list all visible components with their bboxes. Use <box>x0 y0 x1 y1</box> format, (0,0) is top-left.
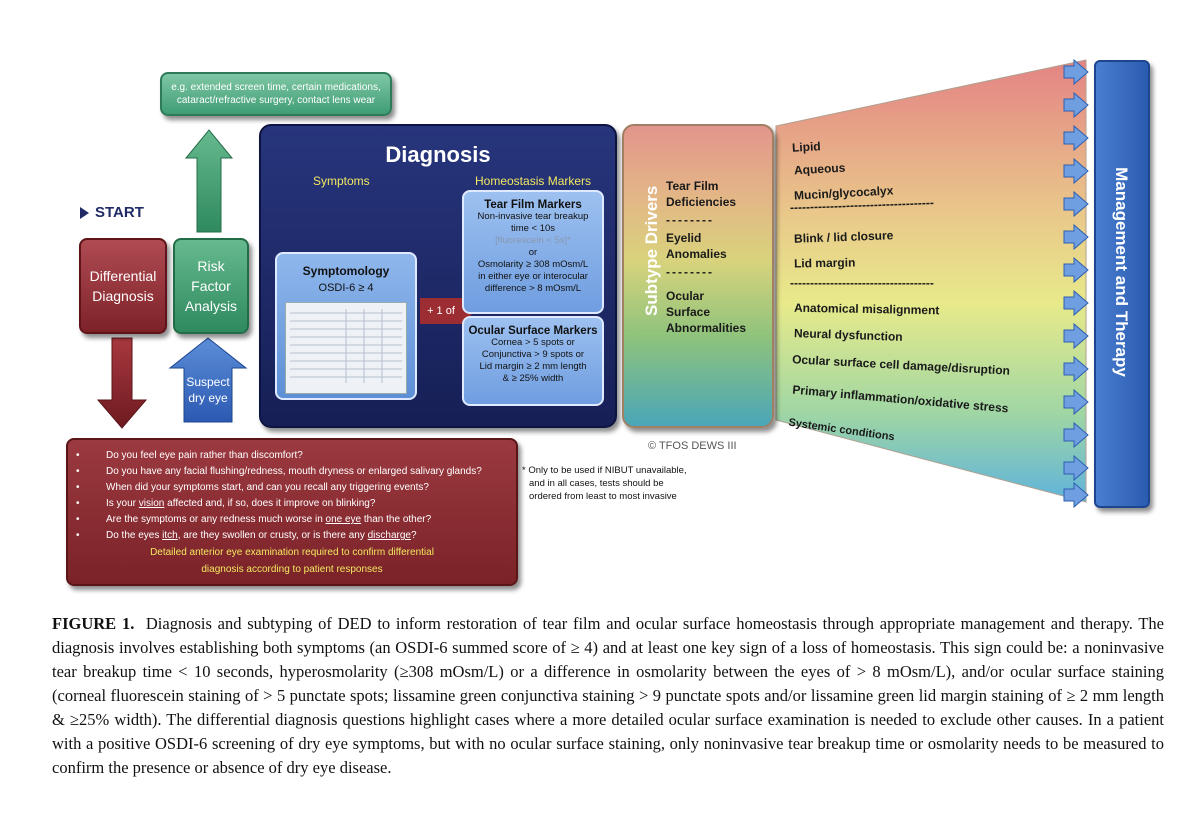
copyright: © TFOS DEWS III <box>648 440 737 452</box>
tear-film-title: Tear Film Markers <box>484 199 582 211</box>
questions-conclusion-1: Detailed anterior eye examination requir… <box>150 547 434 558</box>
management-therapy-label: Management and Therapy <box>1112 167 1131 377</box>
footnote-l3: ordered from least to most invasive <box>529 491 677 502</box>
risk-examples-line1: e.g. extended screen time, certain medic… <box>171 82 381 93</box>
management-therapy-bar <box>1094 60 1150 508</box>
funnel-shape <box>775 59 1087 503</box>
subtype-tf2: Deficiencies <box>666 195 737 209</box>
questionnaire-lines <box>290 309 402 383</box>
question-3: When did your symptoms start, and can yo… <box>76 480 516 496</box>
funnel-item-lid-margin: Lid margin <box>793 255 856 271</box>
question-5: Are the symptoms or any redness much wor… <box>76 512 516 528</box>
ocular-surface-title: Ocular Surface Markers <box>468 325 598 337</box>
subtype-dash2: -------- <box>666 265 714 279</box>
subtype-os3: Abnormalities <box>666 321 747 335</box>
subtype-os2: Surface <box>666 305 711 319</box>
arrow-up-blue <box>168 337 248 423</box>
footnote: * Only to be used if NIBUT unavailable, … <box>522 464 712 503</box>
risk-line1: Risk <box>197 258 225 274</box>
symptoms-header: Symptoms <box>313 174 370 188</box>
question-2: Do you have any facial flushing/redness,… <box>76 464 516 480</box>
homeostasis-header: Homeostasis Markers <box>475 174 592 188</box>
q4-c: affected and, if so, does it improve on … <box>164 498 376 509</box>
tear-film-l2: time < 10s <box>510 223 556 234</box>
subtype-items: Tear Film Deficiencies -------- Eyelid A… <box>666 178 746 336</box>
differential-line1: Differential <box>89 268 157 284</box>
tear-film-l7: difference > 8 mOsm/L <box>484 283 582 294</box>
footnote-l2: and in all cases, tests should be <box>529 478 664 489</box>
subtype-tf1: Tear Film <box>666 179 719 193</box>
suspect-line1: Suspect <box>186 375 230 389</box>
arrow-up-green <box>184 129 234 233</box>
symptomology-box: Symptomology OSDI-6 ≥ 4 <box>275 252 417 400</box>
subtype-ea2: Anomalies <box>666 247 727 261</box>
q4-b: vision <box>138 498 165 509</box>
questions-conclusion-2: diagnosis according to patient responses <box>201 564 383 575</box>
caption-text: Diagnosis and subtyping of DED to inform… <box>52 614 1165 777</box>
funnel-dashes-2: ------------------------------------ <box>790 276 934 290</box>
q5-a: Are the symptoms or any redness much wor… <box>106 514 326 525</box>
subtype-drivers-box: Tear Film Deficiencies -------- Eyelid A… <box>622 124 774 428</box>
tear-film-l3: [fluorescein < 5s]* <box>495 235 571 246</box>
start-text: START <box>95 204 144 221</box>
funnel-item-anatomical: Anatomical misalignment <box>793 300 940 318</box>
tear-film-l6: in either eye or interocular <box>478 271 588 282</box>
q6-a: Do the eyes <box>106 530 163 541</box>
q6-e: ? <box>410 530 417 541</box>
subtype-ea1: Eyelid <box>666 231 702 245</box>
tear-film-l5: Osmolarity ≥ 308 mOsm/L <box>477 259 589 270</box>
risk-examples-box: e.g. extended screen time, certain medic… <box>160 72 392 116</box>
ocular-surface-markers-box: Ocular Surface Markers Cornea > 5 spots … <box>462 316 604 406</box>
ocular-surface-l2: Conjunctiva > 9 spots or <box>481 349 585 360</box>
diagnosis-title: Diagnosis <box>385 142 491 167</box>
tear-film-markers-box: Tear Film Markers Non-invasive tear brea… <box>462 190 604 314</box>
ocular-surface-l1: Cornea > 5 spots or <box>491 337 575 348</box>
ocular-surface-l4: & ≥ 25% width <box>502 373 564 384</box>
question-6: Do the eyes itch, are they swollen or cr… <box>76 528 516 544</box>
q5-b: one eye <box>325 514 362 525</box>
arrows-layer <box>96 58 1089 509</box>
differential-questions-box: Do you feel eye pain rather than discomf… <box>66 438 518 586</box>
q6-c: , are they swollen or crusty, or is ther… <box>177 530 368 541</box>
output-arrows <box>1063 58 1089 509</box>
subtype-dash1: -------- <box>666 213 714 227</box>
q4-a: Is your <box>106 498 139 509</box>
tear-film-l4: or <box>528 247 538 258</box>
risk-line3: Analysis <box>184 298 238 314</box>
question-1: Do you feel eye pain rather than discomf… <box>76 448 516 464</box>
symptomology-title: Symptomology <box>302 264 390 278</box>
start-label: START <box>80 204 144 221</box>
tear-film-l1: Non-invasive tear breakup <box>477 211 589 222</box>
plus-one-connector: + 1 of <box>420 295 474 327</box>
osdi-score: OSDI-6 ≥ 4 <box>318 282 374 294</box>
start-triangle-icon <box>80 207 89 220</box>
questions-list: Do you feel eye pain rather than discomf… <box>68 448 516 544</box>
q6-d: discharge <box>367 530 411 541</box>
suspect-line2: dry eye <box>188 391 228 405</box>
q5-c: than the other? <box>361 514 432 525</box>
subtype-os1: Ocular <box>666 289 705 303</box>
ocular-surface-l3: Lid margin ≥ 2 mm length <box>479 361 587 372</box>
funnel-item-aqueous: Aqueous <box>793 160 846 178</box>
risk-line2: Factor <box>191 278 231 294</box>
caption-label: FIGURE 1. <box>52 614 135 633</box>
question-4: Is your vision affected and, if so, does… <box>76 496 516 512</box>
funnel-item-lipid: Lipid <box>791 139 822 155</box>
subtype-drivers-label: Subtype Drivers <box>642 185 661 316</box>
questionnaire-thumbnail <box>285 302 407 394</box>
suspect-dry-eye-label: Suspect dry eye <box>184 374 232 406</box>
differential-line2: Diagnosis <box>92 288 154 304</box>
footnote-l1: * Only to be used if NIBUT unavailable, <box>522 465 687 476</box>
figure-caption: FIGURE 1. Diagnosis and subtyping of DED… <box>52 612 1164 780</box>
q6-b: itch <box>162 530 178 541</box>
plus-one-text: + 1 of <box>427 305 455 317</box>
risk-examples-line2: cataract/refractive surgery, contact len… <box>176 95 376 106</box>
arrow-down-red <box>96 337 148 429</box>
